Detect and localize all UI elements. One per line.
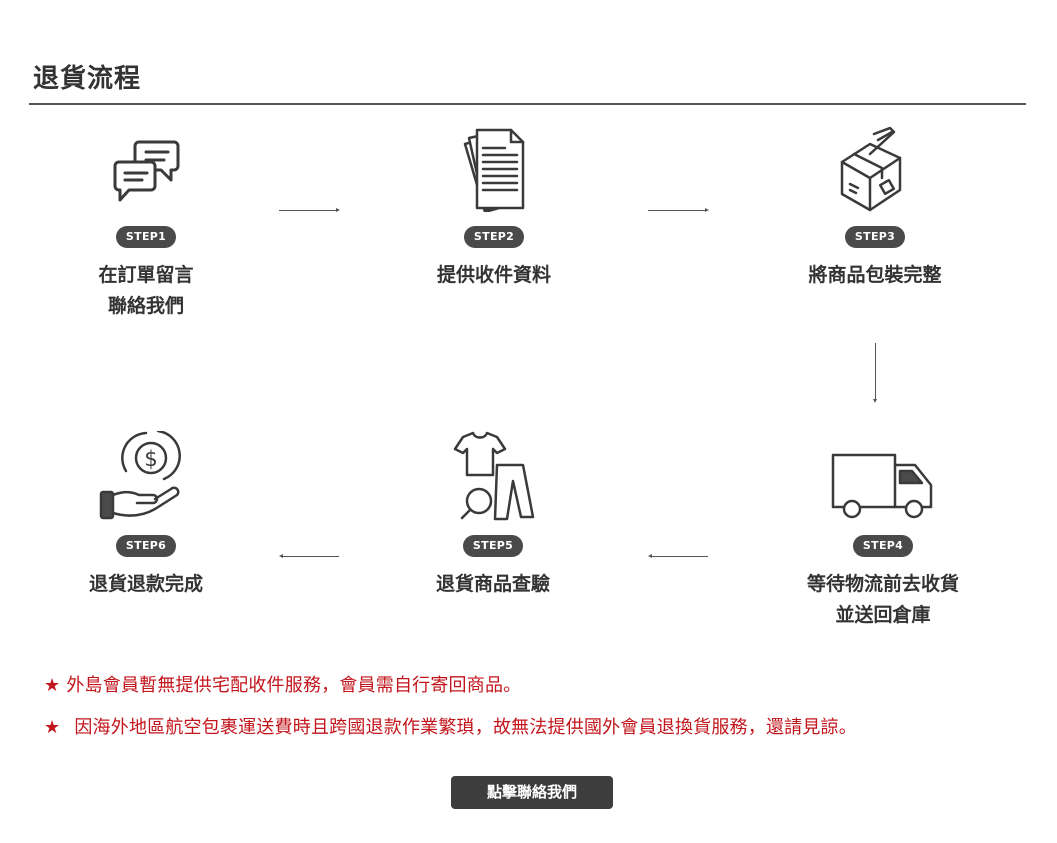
documents-icon [364, 122, 624, 212]
title-divider [29, 103, 1026, 105]
step-label: 在訂單留言 聯絡我們 [98, 264, 194, 317]
refund-hand-icon: $ [16, 431, 276, 521]
arrow-left-icon [648, 554, 708, 558]
arrow-left-icon [279, 554, 339, 558]
step-2: STEP2 提供收件資料 [364, 122, 624, 291]
truck-icon [753, 431, 1013, 521]
step-badge: STEP4 [852, 535, 914, 557]
arrow-down-icon [873, 343, 877, 403]
arrow-right-icon [279, 208, 340, 212]
step-6: $ STEP6 退貨退款完成 [16, 431, 276, 600]
svg-text:$: $ [144, 447, 157, 471]
step-label: 將商品包裝完整 [808, 264, 942, 286]
arrow-right-icon [648, 208, 709, 212]
step-label: 提供收件資料 [436, 264, 551, 286]
step-badge: STEP2 [463, 226, 525, 248]
step-label: 退貨商品查驗 [435, 573, 550, 595]
step-badge: STEP1 [115, 226, 177, 248]
step-1: STEP1 在訂單留言 聯絡我們 [16, 122, 276, 322]
box-icon [745, 122, 1005, 212]
notice-item: ★外島會員暫無提供宅配收件服務，會員需自行寄回商品。 [44, 672, 1034, 700]
contact-us-button[interactable]: 點擊聯絡我們 [451, 776, 613, 809]
step-3: STEP3 將商品包裝完整 [745, 122, 1005, 291]
notice-text: 因海外地區航空包裹運送費時且跨國退款作業繁瑣，故無法提供國外會員退換貨服務，還請… [74, 717, 857, 738]
step-label: 退貨退款完成 [88, 573, 203, 595]
notice-list: ★外島會員暫無提供宅配收件服務，會員需自行寄回商品。 ★ 因海外地區航空包裹運送費… [44, 672, 1034, 756]
step-badge: STEP5 [462, 535, 524, 557]
step-badge: STEP6 [115, 535, 177, 557]
notice-text: 外島會員暫無提供宅配收件服務，會員需自行寄回商品。 [66, 675, 522, 696]
page-title: 退貨流程 [33, 64, 142, 94]
step-4: STEP4 等待物流前去收貨 並送回倉庫 [753, 431, 1013, 631]
clothes-inspect-icon [363, 431, 623, 521]
chat-bubbles-icon [16, 122, 276, 212]
star-icon: ★ [44, 675, 61, 696]
step-5: STEP5 退貨商品查驗 [363, 431, 623, 600]
step-label: 等待物流前去收貨 並送回倉庫 [806, 573, 959, 626]
step-badge: STEP3 [844, 226, 906, 248]
notice-item: ★ 因海外地區航空包裹運送費時且跨國退款作業繁瑣，故無法提供國外會員退換貨服務，還… [44, 714, 1034, 742]
star-icon: ★ [44, 717, 61, 738]
